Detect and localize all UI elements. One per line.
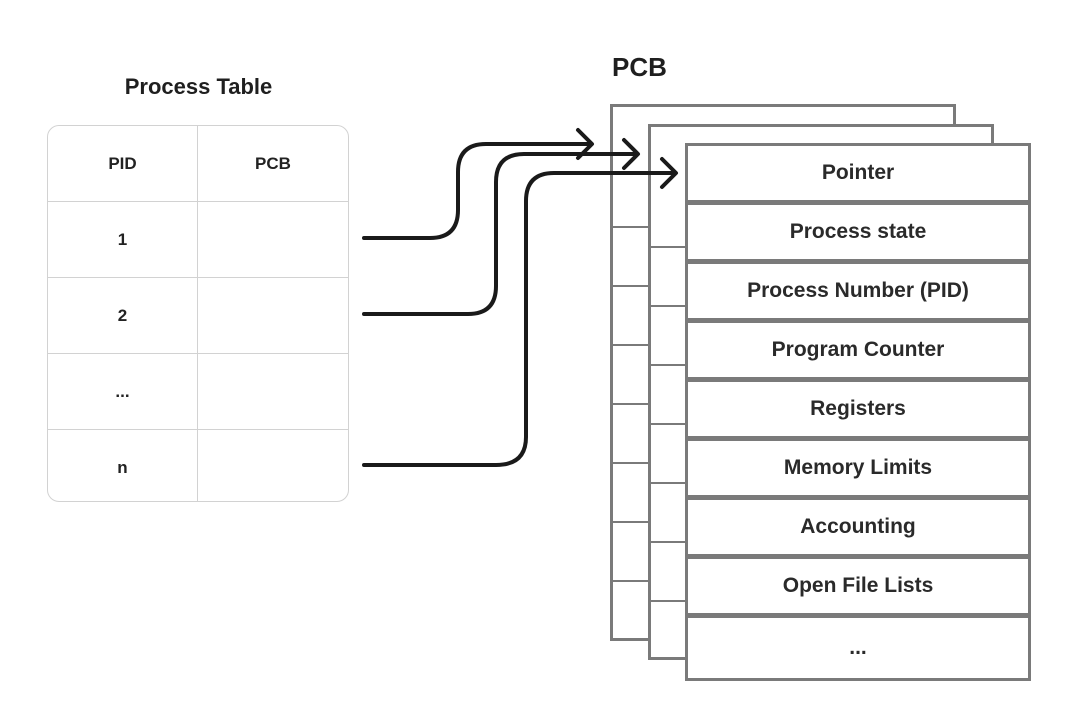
pcb-field: Pointer — [685, 143, 1031, 203]
pcb-field: ... — [685, 615, 1031, 681]
table-header-row: PID PCB — [48, 126, 348, 202]
pcb-field: Process state — [685, 202, 1031, 262]
table-row: n — [48, 430, 348, 501]
pcb-column-header: PCB — [255, 153, 291, 173]
arrow-row-n-to-pcb — [362, 171, 676, 467]
process-table-title: Process Table — [124, 74, 273, 99]
pid-column-header: PID — [48, 126, 198, 201]
pcb-field: Registers — [685, 379, 1031, 439]
pcb-field: Open File Lists — [685, 556, 1031, 616]
pid-cell: ... — [48, 354, 198, 429]
pcb-field: Accounting — [685, 497, 1031, 557]
table-row: 2 — [48, 278, 348, 354]
arrowhead-icon — [660, 157, 678, 189]
table-row: ... — [48, 354, 348, 430]
arrow-row-1-to-pcb — [362, 142, 592, 240]
pcb-field-divider — [651, 423, 688, 425]
pid-cell: n — [48, 430, 198, 501]
pcb-field: Process Number (PID) — [685, 261, 1031, 321]
pcb-title: PCB — [612, 52, 667, 82]
pcb-field: Memory Limits — [685, 438, 1031, 498]
table-row: 1 — [48, 202, 348, 278]
pcb-field-divider — [651, 600, 688, 602]
pid-cell: 2 — [48, 278, 198, 353]
process-table: PID PCB 1 2 ... n — [47, 125, 349, 502]
pcb-field: Program Counter — [685, 320, 1031, 380]
pcb-field-divider — [651, 364, 688, 366]
arrow-row-2-to-pcb — [362, 152, 638, 316]
pcb-field-divider — [651, 305, 688, 307]
pcb-field-divider — [651, 482, 688, 484]
pcb-field-divider — [651, 541, 688, 543]
pcb-field-divider — [651, 246, 688, 248]
pid-cell: 1 — [48, 202, 198, 277]
arrowhead-icon — [622, 138, 640, 170]
